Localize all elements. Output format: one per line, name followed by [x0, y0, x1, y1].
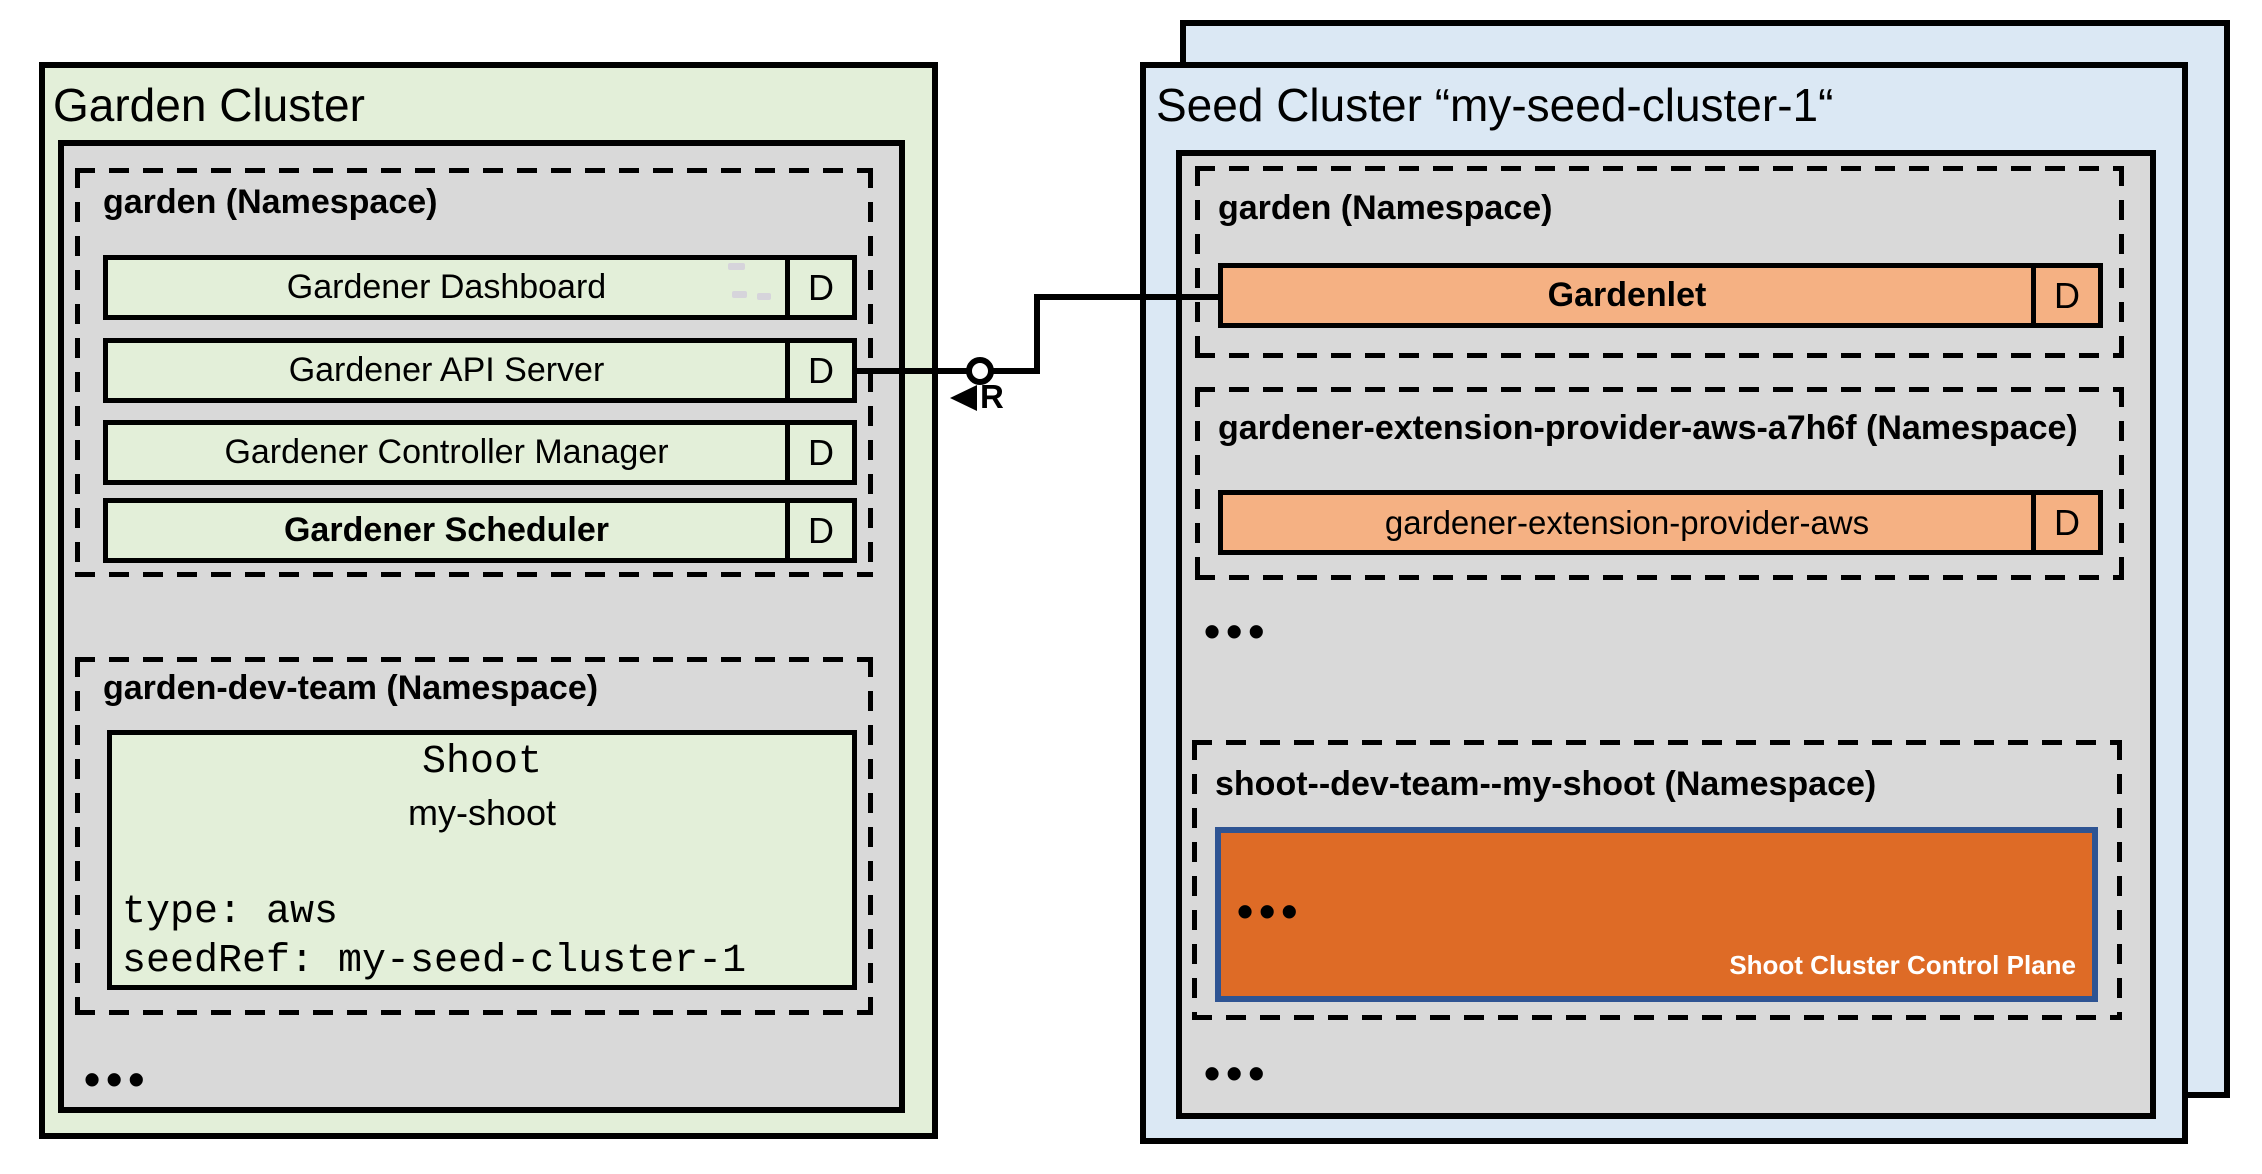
- namespace-garden-seed-label: garden (Namespace): [1218, 189, 1553, 227]
- deployment-badge: D: [785, 343, 852, 398]
- connector-line-gardenlet: [1034, 294, 1218, 300]
- workload-gardener-controller-manager: Gardener Controller Manager D: [103, 420, 857, 485]
- artifact-mark: [757, 293, 771, 300]
- shoot-resource-spec: type: aws seedRef: my-seed-cluster-1: [122, 888, 746, 986]
- more-namespaces-indicator-bottom: •••: [1204, 1047, 1271, 1099]
- shoot-cluster-control-plane-label: Shoot Cluster Control Plane: [1729, 950, 2076, 980]
- workload-gardener-scheduler: Gardener Scheduler D: [103, 498, 857, 563]
- deployment-badge: D: [785, 425, 852, 480]
- seed-cluster-title: Seed Cluster “my-seed-cluster-1“: [1156, 79, 1834, 131]
- more-namespaces-indicator-top: •••: [1204, 605, 1271, 657]
- connector-line-apiserver: [857, 368, 1040, 374]
- artifact-mark: [732, 291, 747, 298]
- shoot-resource-card: [107, 730, 857, 990]
- workload-extension-provider-aws: gardener-extension-provider-aws D: [1218, 490, 2103, 555]
- namespace-garden-left-label: garden (Namespace): [103, 183, 438, 221]
- shoot-resource-name: my-shoot: [407, 792, 557, 833]
- arrow-left-icon: [950, 385, 977, 411]
- workload-gardenlet-label: Gardenlet: [1547, 276, 1707, 314]
- deployment-badge: D: [785, 260, 852, 315]
- workload-extension-provider-aws-label: gardener-extension-provider-aws: [1384, 503, 1870, 541]
- shoot-spec-type: type: aws: [122, 890, 339, 935]
- workload-gardener-api-server: Gardener API Server D: [103, 338, 857, 403]
- control-plane-more-indicator: •••: [1237, 885, 1304, 937]
- workload-gardener-dashboard-label: Gardener Dashboard: [286, 268, 607, 306]
- deployment-badge: D: [785, 503, 852, 558]
- deployment-badge: D: [2031, 495, 2098, 550]
- garden-cluster-title: Garden Cluster: [53, 79, 365, 131]
- workload-gardener-scheduler-label: Gardener Scheduler: [283, 511, 609, 549]
- connector-line-vertical: [1034, 294, 1040, 374]
- shoot-cluster-control-plane-box: [1215, 827, 2098, 1002]
- workload-gardener-controller-manager-label: Gardener Controller Manager: [224, 433, 669, 471]
- interface-r-label: R: [980, 378, 1004, 415]
- workload-gardener-api-server-label: Gardener API Server: [288, 351, 605, 389]
- workload-gardenlet: Gardenlet D: [1218, 263, 2103, 328]
- deployment-badge: D: [2031, 268, 2098, 323]
- shoot-resource-kind: Shoot: [421, 740, 543, 785]
- namespace-shoot-dev-team-my-shoot-label: shoot--dev-team--my-shoot (Namespace): [1215, 765, 1877, 803]
- namespace-extension-provider-label: gardener-extension-provider-aws-a7h6f (N…: [1218, 409, 2078, 447]
- namespace-garden-dev-team-label: garden-dev-team (Namespace): [103, 669, 599, 707]
- artifact-mark: [728, 263, 745, 270]
- interface-lollipop-icon: [966, 357, 994, 385]
- more-items-indicator-garden: •••: [84, 1053, 151, 1105]
- shoot-spec-seedref: seedRef: my-seed-cluster-1: [122, 939, 747, 984]
